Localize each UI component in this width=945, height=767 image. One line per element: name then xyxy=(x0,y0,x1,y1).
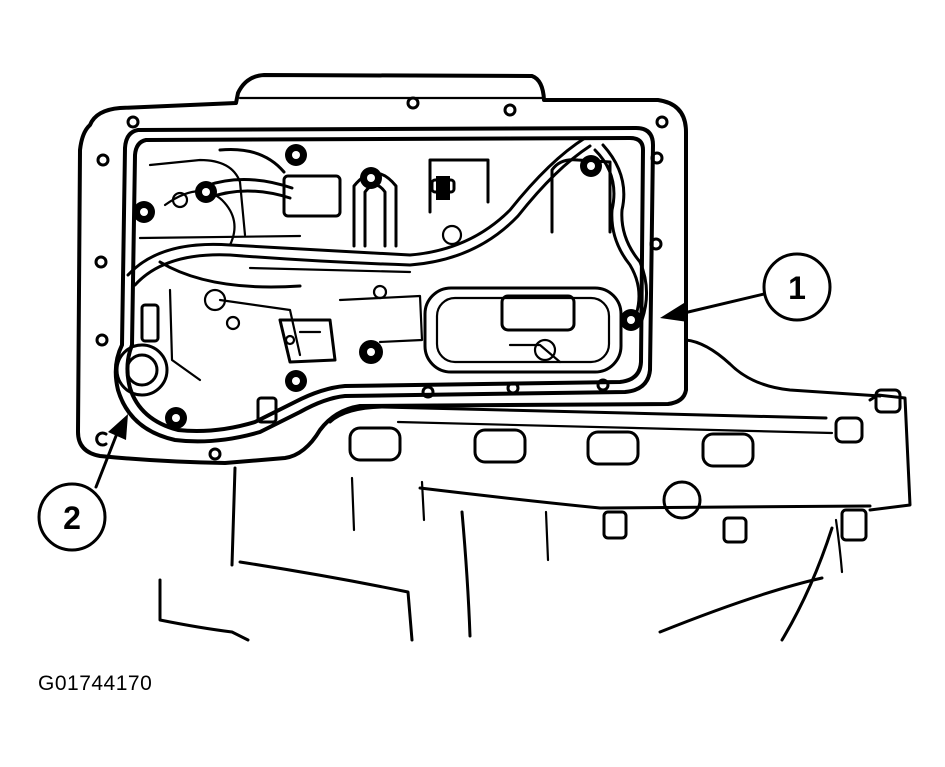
oil-tubes xyxy=(126,136,648,322)
flange-lower-boss-3 xyxy=(840,508,868,542)
callout-1-leader xyxy=(682,292,766,315)
flange-port-hole xyxy=(662,480,702,520)
valve-body-outer-edge xyxy=(113,126,655,444)
callout-2-leader xyxy=(94,434,118,489)
callout-2-circle xyxy=(37,482,107,552)
pan-bolt-hole xyxy=(421,385,435,399)
port-hole xyxy=(284,334,296,346)
passage-lower-left xyxy=(218,298,302,357)
callout-2-arrowhead xyxy=(108,414,128,440)
valve-block-3 xyxy=(550,158,612,234)
bolt xyxy=(133,201,155,223)
housing-right-curve-2 xyxy=(780,526,834,642)
valve-block-1 xyxy=(282,174,342,218)
housing-rib-4 xyxy=(544,510,550,562)
housing-rib-1 xyxy=(350,476,356,532)
bolt xyxy=(285,370,307,392)
connector-bottom xyxy=(256,396,278,424)
accumulator-boss xyxy=(115,343,169,397)
connector-top xyxy=(430,178,456,194)
long-tube-edge-b xyxy=(133,144,592,287)
callout-1: 1 xyxy=(660,252,832,322)
flange-top-rim xyxy=(328,405,828,424)
bolt xyxy=(580,155,602,177)
bolt xyxy=(195,181,217,203)
housing-right-rib xyxy=(834,518,844,574)
flange-lower-boss-1 xyxy=(602,510,628,540)
valve-spool-inner xyxy=(363,183,387,248)
flange-lower-boss-2 xyxy=(722,516,748,544)
bolt xyxy=(165,407,187,429)
right-tube-edge-a xyxy=(593,148,641,320)
cylinder-bore-1 xyxy=(348,426,402,462)
pan-bolt-hole xyxy=(126,115,140,129)
housing-left-foot xyxy=(158,578,250,642)
transmission-housing xyxy=(158,466,844,642)
pan-bolt-hole xyxy=(596,378,610,392)
bolt xyxy=(360,167,382,189)
bolt xyxy=(285,144,307,166)
right-tube-edge-b xyxy=(601,143,648,322)
flange-bolt-head xyxy=(874,388,902,414)
passage-left-vertical xyxy=(168,288,202,382)
bolt xyxy=(359,340,383,364)
passage-left-arc xyxy=(148,158,247,237)
flange-inner-rim xyxy=(396,420,834,435)
servo-cover-middle xyxy=(435,296,611,364)
passage-h1 xyxy=(138,234,302,240)
cylinder-bore-2 xyxy=(473,428,527,464)
pan-bolt-hole xyxy=(208,447,222,461)
port-hole xyxy=(225,315,241,331)
callout-1-label: 1 xyxy=(788,270,806,306)
flange-bar xyxy=(328,338,912,544)
connector-left xyxy=(140,303,160,343)
flange-bottom-edge xyxy=(418,486,872,510)
upper-tube-edge-a xyxy=(203,178,294,190)
callout-1-arrowhead xyxy=(660,303,688,322)
flange-end-bolt xyxy=(834,416,864,444)
servo-cover-outer xyxy=(423,286,623,374)
callout-2: 2 xyxy=(37,414,128,552)
figure-code: G01744170 xyxy=(38,672,153,695)
port-hole xyxy=(203,288,227,312)
cylinder-bore-3 xyxy=(586,430,640,466)
port-hole xyxy=(171,191,189,209)
pan-outer-outline xyxy=(76,73,688,465)
valve-block-2 xyxy=(428,158,490,214)
port-hole xyxy=(441,224,463,246)
port-hole xyxy=(533,338,557,362)
pan-bolt-hole xyxy=(655,115,669,129)
flange-upper-edge xyxy=(684,338,882,398)
upper-tube-edge-b xyxy=(206,189,292,200)
housing-right-curve-1 xyxy=(658,576,824,634)
oil-pan-flange xyxy=(76,73,688,465)
passage-h2 xyxy=(248,266,412,274)
pan-bolt-hole xyxy=(406,96,420,110)
servo-cover-inner xyxy=(500,294,576,332)
valve-plug xyxy=(436,176,450,200)
cylinder-bore-4 xyxy=(701,432,755,468)
top-tube-edge-a xyxy=(218,147,286,174)
bolt xyxy=(620,309,642,331)
pan-c-clip-hole xyxy=(95,431,108,447)
valve-block-4 xyxy=(278,318,337,364)
port-hole xyxy=(372,284,388,300)
callout-2-label: 2 xyxy=(63,500,81,536)
pan-bolt-hole xyxy=(95,333,109,347)
long-tube-edge-a xyxy=(126,136,587,277)
valve-body-bolts xyxy=(115,144,642,429)
pan-bolt-hole xyxy=(94,255,108,269)
pan-bolt-hole xyxy=(503,103,517,117)
pan-bolt-hole xyxy=(96,153,110,167)
passage-center xyxy=(338,294,424,344)
housing-rib-3 xyxy=(460,510,472,638)
housing-left-edge xyxy=(230,466,237,567)
callout-1-circle xyxy=(762,252,832,322)
lower-tube-edge-a xyxy=(158,260,302,289)
housing-sweep-curve xyxy=(238,560,414,642)
